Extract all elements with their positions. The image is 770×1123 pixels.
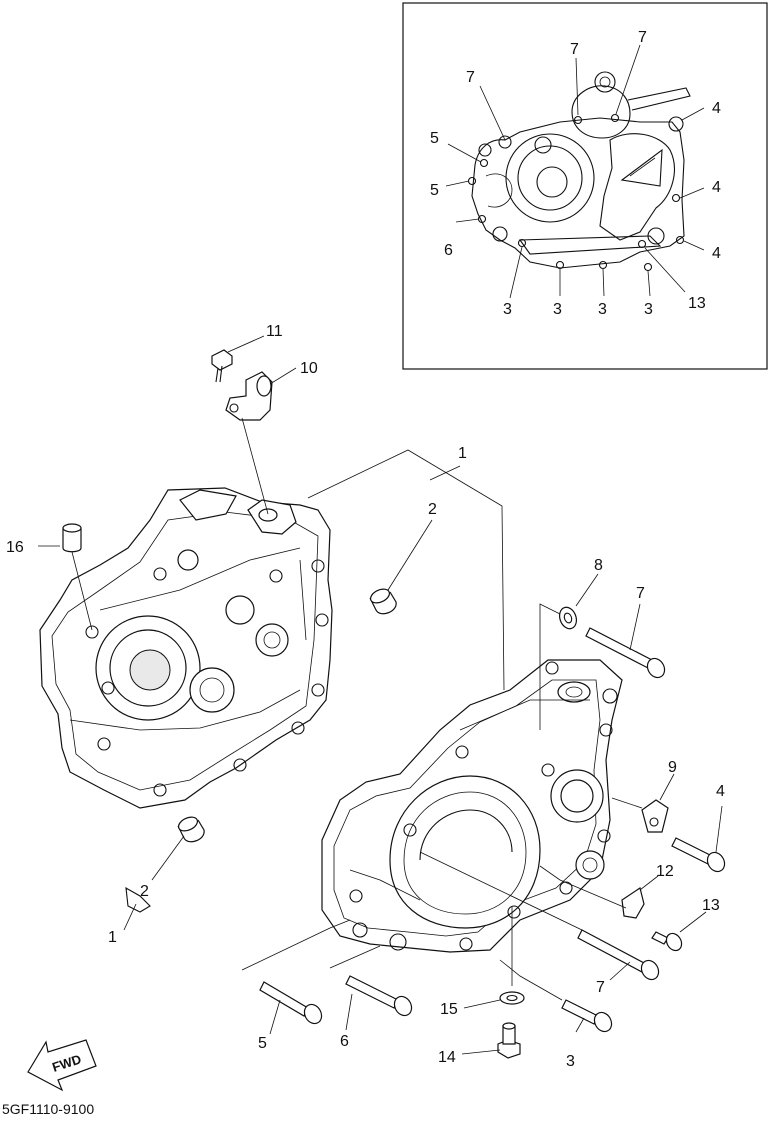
- callout-7-lower: 7: [596, 979, 605, 996]
- callout-12: 12: [656, 863, 674, 880]
- callout-4: 4: [716, 783, 725, 800]
- inset-view: 7 7 7 4 5 5 4 6 4 3 3 3 3 13: [402, 2, 768, 370]
- callout-13: 13: [702, 897, 720, 914]
- clip-9: [641, 799, 669, 833]
- callout-1-top: 1: [458, 445, 467, 462]
- inset-callout-7c: 7: [466, 69, 475, 86]
- bolt-13: [651, 931, 683, 952]
- bolt-5: [259, 981, 323, 1025]
- callout-7-upper: 7: [636, 585, 645, 602]
- callout-9: 9: [668, 759, 677, 776]
- callout-8: 8: [594, 557, 603, 574]
- dowel-2-upper: [369, 588, 397, 615]
- callout-6: 6: [340, 1033, 349, 1050]
- bolt-7-upper: [585, 627, 666, 679]
- inset-callout-labels: 7 7 7 4 5 5 4 6 4 3 3 3 3 13: [430, 29, 721, 318]
- inset-crankcase-outline: [467, 71, 691, 272]
- inset-callout-7b: 7: [638, 29, 647, 46]
- inset-callout-6: 6: [444, 242, 453, 259]
- bolt-3: [561, 999, 613, 1033]
- washer-8: [558, 606, 578, 630]
- inset-callout-3b: 3: [553, 301, 562, 318]
- inset-callout-7a: 7: [570, 41, 579, 58]
- callout-2-top: 2: [428, 501, 437, 518]
- inset-callout-3a: 3: [503, 301, 512, 318]
- dowel-16: [62, 523, 82, 553]
- bolt-6: [345, 975, 413, 1017]
- callout-2-lower: 2: [140, 883, 149, 900]
- main-leader-lines: [38, 335, 723, 1055]
- inset-callout-5a: 5: [430, 130, 439, 147]
- inset-frame: [402, 2, 768, 370]
- dowel-2-lower: [177, 816, 205, 843]
- inset-leader-lines: [445, 44, 705, 299]
- callout-10: 10: [300, 360, 318, 377]
- callout-14: 14: [438, 1049, 456, 1066]
- callout-11: 11: [266, 323, 283, 340]
- callout-3: 3: [566, 1053, 575, 1070]
- inset-callout-13: 13: [688, 295, 706, 312]
- left-crankcase: [39, 487, 333, 809]
- bracket-10: [225, 371, 273, 421]
- inset-callout-3c: 3: [598, 301, 607, 318]
- inset-callout-5b: 5: [430, 182, 439, 199]
- callout-1-lower: 1: [108, 929, 117, 946]
- main-callout-labels: 1 2 16 11 10 8 7 9 4 12 13 7 15 14 3 5 6…: [6, 323, 725, 1070]
- bolt-7-lower: [577, 929, 660, 981]
- inset-callout-4a: 4: [712, 100, 721, 117]
- gasket-15: [499, 991, 525, 1005]
- bolt-4: [671, 837, 726, 873]
- callout-15: 15: [440, 1001, 458, 1018]
- callout-16: 16: [6, 539, 24, 556]
- diagram-code: 5GF1110-9100: [2, 1101, 94, 1117]
- right-crankcase: [321, 659, 623, 953]
- inset-callout-4c: 4: [712, 245, 721, 262]
- drain-plug-14: [497, 1022, 521, 1059]
- fwd-arrow: FWD: [27, 1039, 97, 1092]
- inset-callout-4b: 4: [712, 179, 721, 196]
- bolt-11: [211, 349, 233, 383]
- pointer-1: [125, 886, 151, 913]
- callout-5: 5: [258, 1035, 267, 1052]
- clip-12: [621, 887, 645, 919]
- inset-callout-3d: 3: [644, 301, 653, 318]
